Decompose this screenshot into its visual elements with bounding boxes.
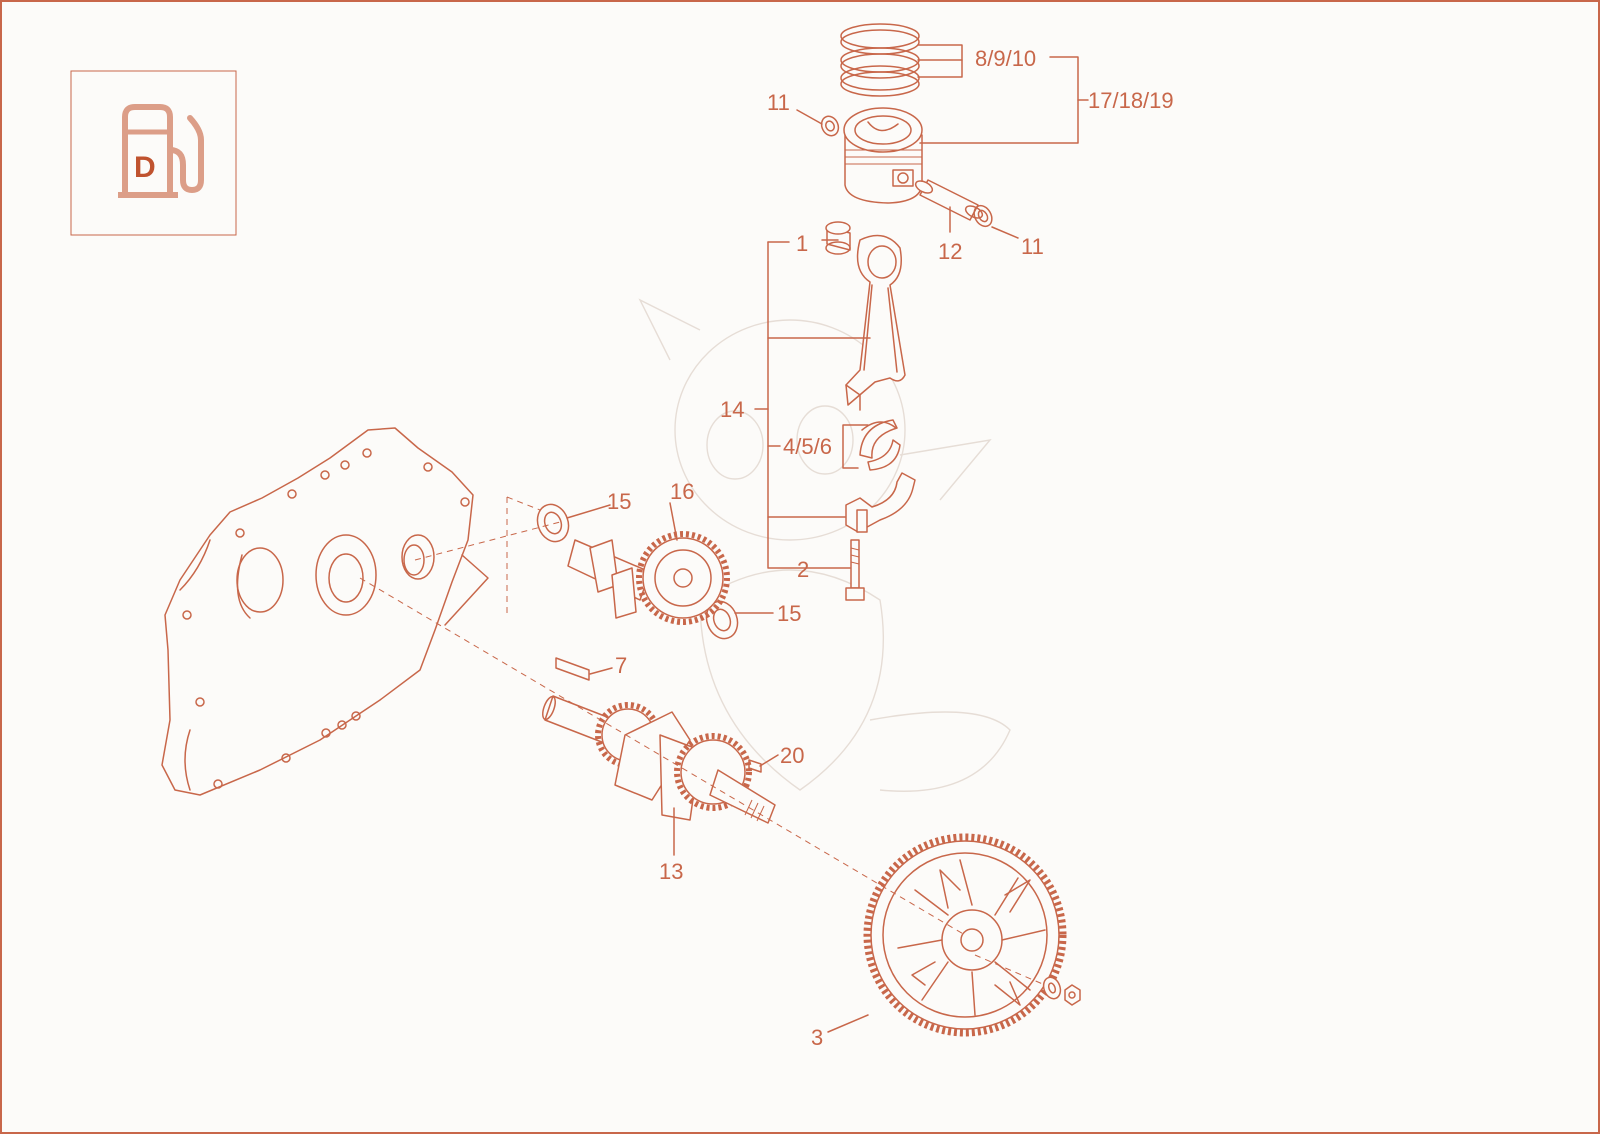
crankshaft: [542, 695, 776, 824]
callout-connecting-rod-assembly: 14: [720, 397, 744, 422]
piston: [843, 107, 923, 204]
piston-pin-clip-top: [820, 115, 840, 137]
callout-crankshaft: 13: [659, 859, 683, 884]
piston-rings: [840, 23, 920, 97]
flywheel: [863, 833, 1067, 1037]
callout-small-end-bushing: 1: [796, 231, 808, 256]
callout-pin-clip-side: 11: [1021, 234, 1044, 259]
connecting-rod: [845, 234, 906, 411]
callout-pin-clip-top: 11: [767, 90, 790, 115]
flywheel-nut: [1064, 984, 1081, 1006]
connecting-rod-bolt: [845, 539, 865, 601]
callout-key-20: 20: [780, 743, 804, 768]
crankcase-cover: [161, 427, 489, 796]
background-watermark: [638, 298, 1011, 792]
woodruff-key-20: [748, 759, 762, 773]
woodruff-key-7: [555, 657, 590, 681]
piston-pin-clip-side: [973, 204, 993, 228]
connecting-rod-cap: [845, 472, 916, 533]
callout-camshaft-bearing-bottom: 15: [777, 601, 801, 626]
callout-camshaft: 16: [670, 479, 694, 504]
callout-piston-assembly: 17/18/19: [1088, 88, 1174, 113]
assembly-axes: [359, 496, 1046, 986]
piston-pin: [914, 179, 984, 221]
callout-key-7: 7: [615, 653, 627, 678]
bearing-shells: [859, 419, 901, 471]
camshaft: [567, 531, 730, 625]
flywheel-washer: [1042, 976, 1062, 1000]
fuel-type-letter: D: [134, 151, 156, 184]
callout-piston-rings: 8/9/10: [975, 46, 1036, 71]
small-end-bushing: [825, 221, 851, 255]
fuel-pump-icon: [118, 104, 204, 198]
callout-rod-bolt: 2: [797, 557, 809, 582]
leader-lines: [566, 44, 1089, 1033]
camshaft-bearing-top: [536, 503, 570, 543]
callout-bearing-shells: 4/5/6: [783, 434, 832, 459]
fuel-badge-frame: [70, 70, 237, 236]
callout-labels: 8/9/10 17/18/19 11 11 12 1 14 4/5/6 2 15…: [607, 46, 1174, 1050]
callout-piston-pin: 12: [938, 239, 962, 264]
callout-flywheel: 3: [811, 1025, 823, 1050]
fuel-badge: D: [70, 70, 237, 236]
flywheel-fins: [897, 859, 1046, 1016]
callout-camshaft-bearing-top: 15: [607, 489, 631, 514]
